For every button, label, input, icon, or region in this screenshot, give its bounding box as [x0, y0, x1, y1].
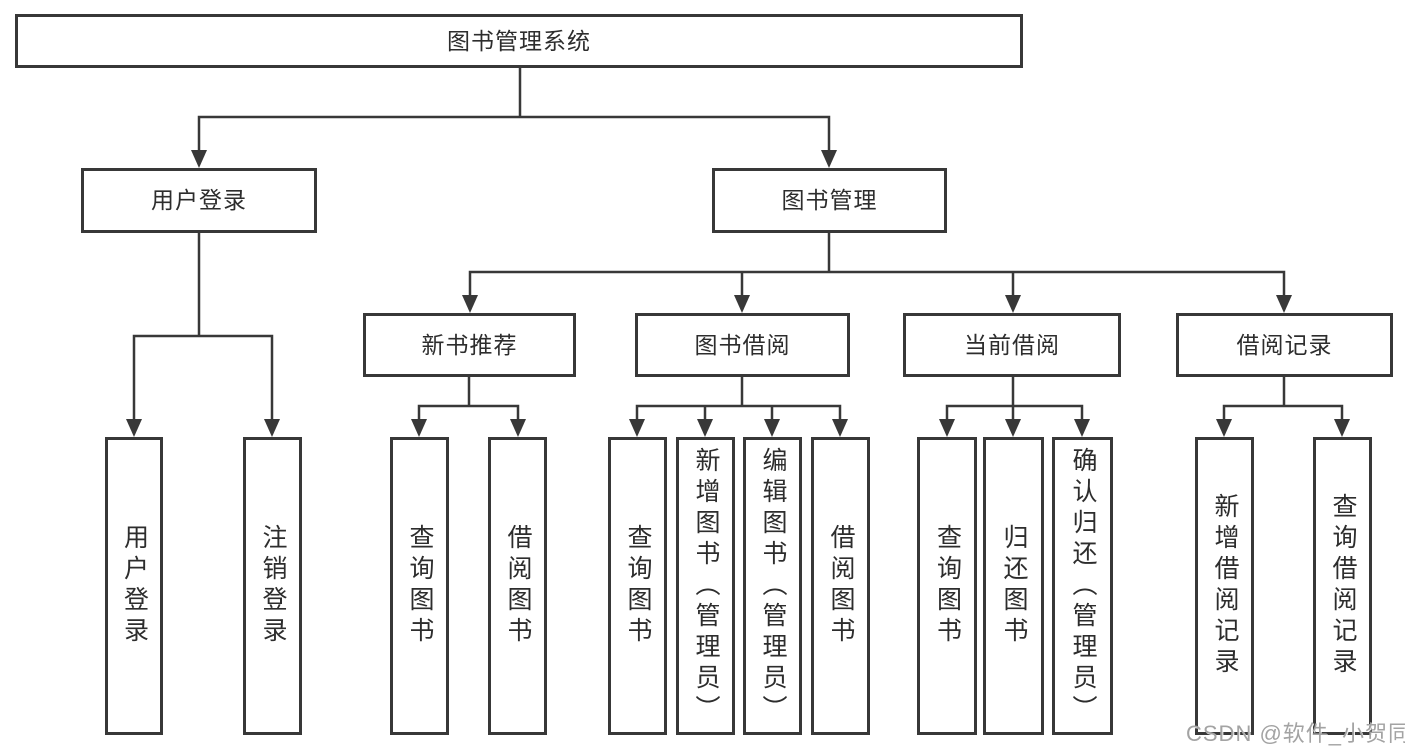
leaf-borrow-books: 借阅图书	[811, 437, 870, 735]
leaf-confirm-return-admin: 确认归还（管理员）	[1052, 437, 1113, 735]
leaf-user-login: 用户登录	[105, 437, 163, 735]
leaf-query-borrow-record: 查询借阅记录	[1313, 437, 1372, 735]
node-book-borrowing: 图书借阅	[635, 313, 850, 377]
node-user-login: 用户登录	[81, 168, 317, 233]
leaf-edit-book-admin: 编辑图书（管理员）	[743, 437, 802, 735]
leaf-query-books-recommend: 查询图书	[390, 437, 449, 735]
leaf-logout: 注销登录	[243, 437, 302, 735]
leaf-query-books-borrowing: 查询图书	[608, 437, 667, 735]
csdn-watermark: CSDN @软件_小贺同学	[1186, 721, 1405, 746]
leaf-query-books-current: 查询图书	[917, 437, 977, 735]
node-borrowing-records: 借阅记录	[1176, 313, 1393, 377]
leaf-borrow-books-recommend: 借阅图书	[488, 437, 547, 735]
leaf-return-books: 归还图书	[983, 437, 1044, 735]
node-current-borrowing: 当前借阅	[903, 313, 1121, 377]
leaf-add-borrow-record: 新增借阅记录	[1195, 437, 1254, 735]
node-new-book-recommendation: 新书推荐	[363, 313, 576, 377]
leaf-add-book-admin: 新增图书（管理员）	[676, 437, 735, 735]
node-library-management-system: 图书管理系统	[15, 14, 1023, 68]
node-book-management: 图书管理	[712, 168, 947, 233]
